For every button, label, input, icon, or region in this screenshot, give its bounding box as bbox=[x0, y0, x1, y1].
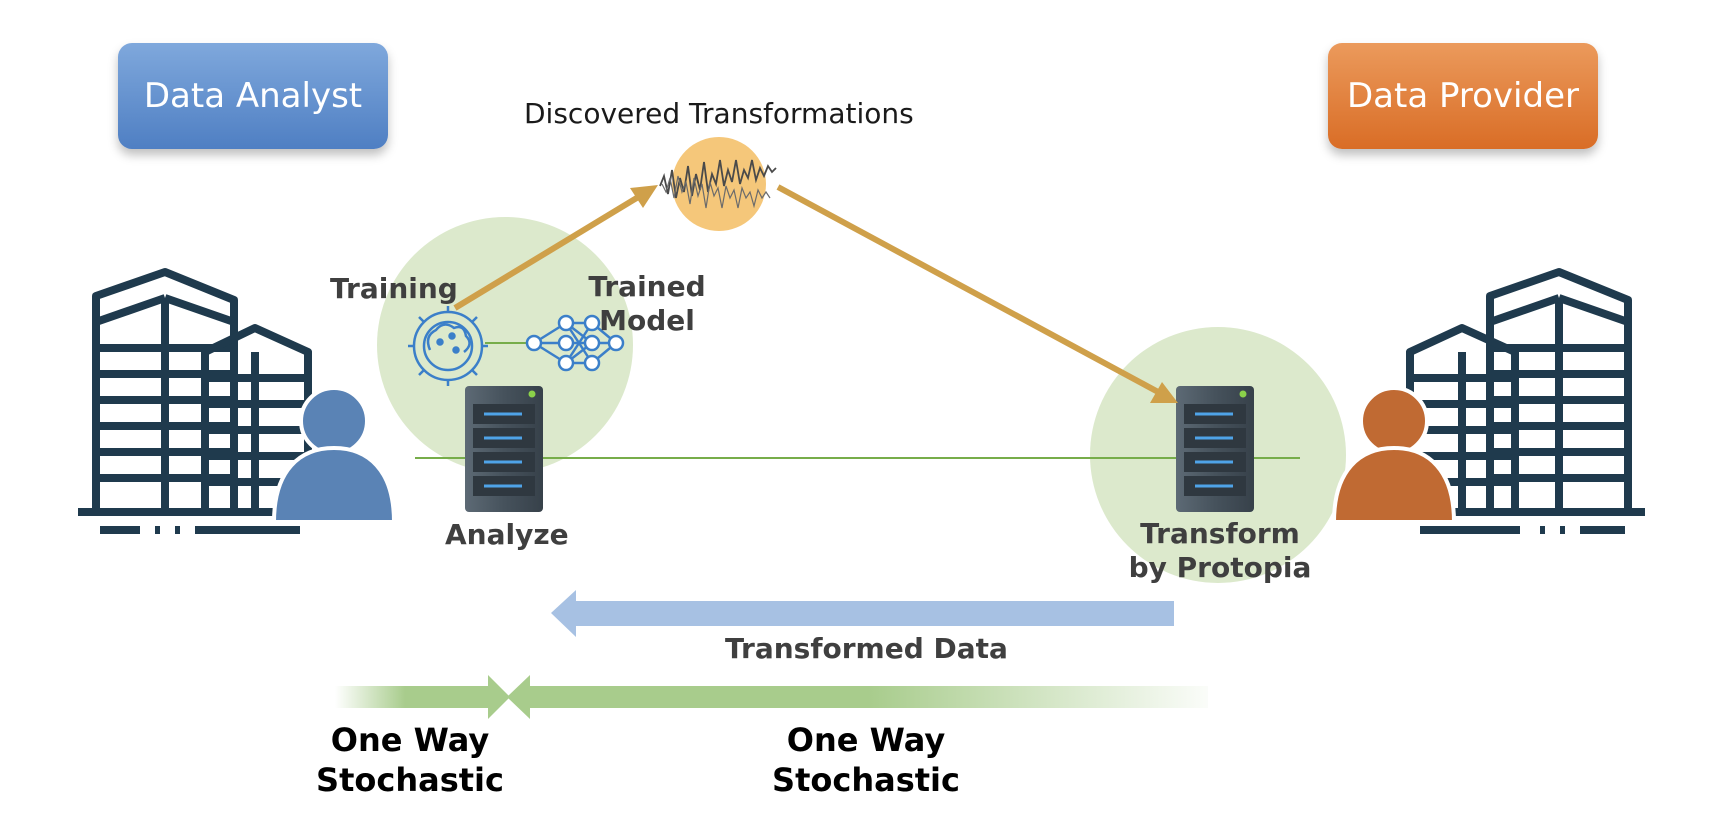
brain-gear-icon bbox=[408, 306, 488, 386]
person-icon bbox=[1331, 386, 1457, 524]
neural-network-icon bbox=[525, 314, 625, 372]
right-label-line2: Stochastic bbox=[772, 761, 960, 799]
transformed-data-arrow bbox=[551, 590, 1174, 637]
analyze-label: Analyze bbox=[445, 518, 569, 551]
right-one-way-stochastic-label: One Way Stochastic bbox=[756, 720, 976, 800]
server-icon bbox=[1176, 386, 1254, 512]
left-label-line1: One Way bbox=[330, 721, 490, 759]
training-label: Training bbox=[330, 272, 458, 305]
data-provider-label: Data Provider bbox=[1347, 76, 1579, 116]
left-label-line2: Stochastic bbox=[316, 761, 504, 799]
office-buildings-icon bbox=[1395, 268, 1645, 534]
left-one-way-stochastic-label: One Way Stochastic bbox=[300, 720, 520, 800]
server-icon bbox=[465, 386, 543, 512]
gold-arrow-down bbox=[776, 184, 1178, 403]
person-icon bbox=[271, 386, 397, 524]
trained-model-label: Trained Model bbox=[582, 270, 712, 338]
transformed-data-label: Transformed Data bbox=[725, 632, 1008, 665]
data-analyst-label: Data Analyst bbox=[143, 76, 363, 116]
one-way-arrow-left bbox=[507, 675, 1208, 719]
noise-wave-icon bbox=[659, 137, 777, 231]
right-label-line1: One Way bbox=[786, 721, 946, 759]
transform-line2: by Protopia bbox=[1128, 551, 1312, 584]
discovered-transformations-label: Discovered Transformations bbox=[524, 97, 914, 130]
data-analyst-box: Data Analyst bbox=[118, 43, 388, 149]
office-buildings-icon bbox=[78, 268, 330, 534]
trained-model-line2: Model bbox=[599, 304, 695, 337]
data-provider-box: Data Provider bbox=[1328, 43, 1598, 149]
transform-by-protopia-label: Transform by Protopia bbox=[1120, 517, 1320, 585]
transform-line1: Transform bbox=[1140, 517, 1300, 550]
trained-model-line1: Trained bbox=[588, 270, 706, 303]
analyst-zone-circle bbox=[377, 217, 633, 473]
one-way-arrow-right bbox=[335, 675, 510, 719]
gold-arrow-up bbox=[453, 185, 658, 311]
